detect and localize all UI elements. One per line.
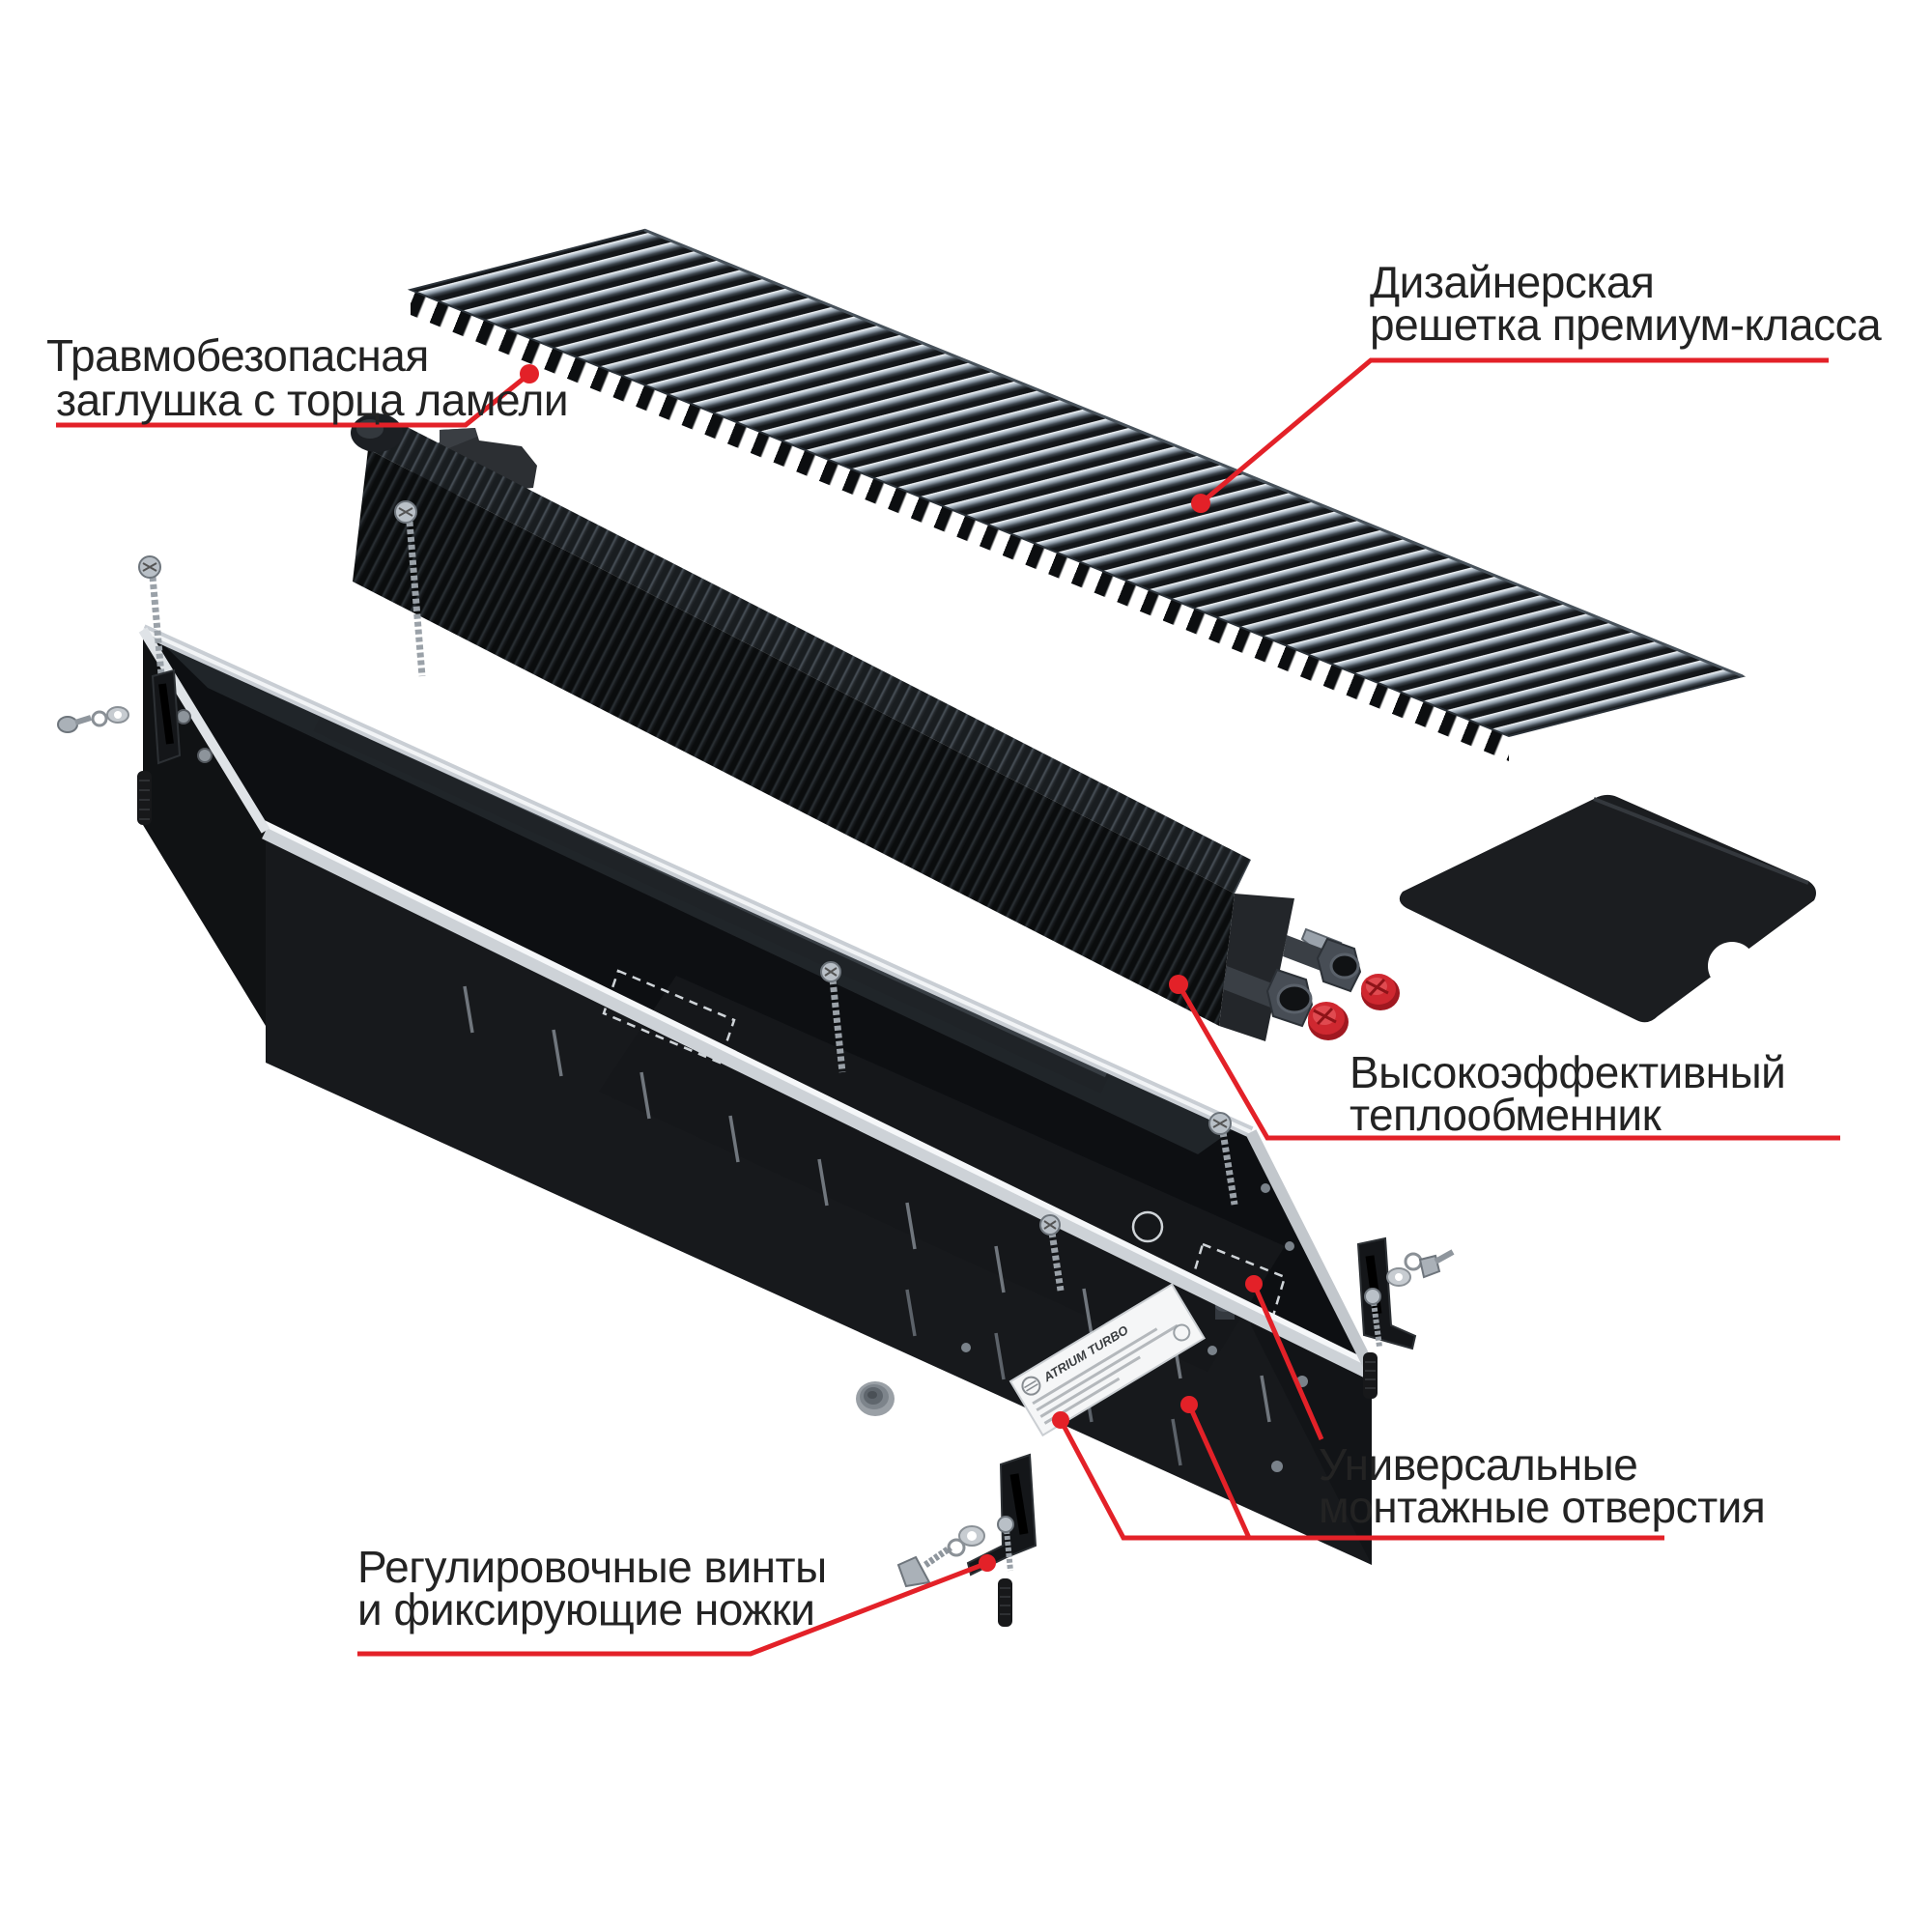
heat-exchanger-top — [368, 415, 1251, 894]
fitting-opening-lower — [1276, 983, 1313, 1014]
cover-plate-body — [1399, 794, 1816, 1023]
leader-mounting-1 — [1058, 1418, 1664, 1541]
leader-dot-grille — [1191, 494, 1210, 513]
leader-grille — [1199, 357, 1829, 505]
left-dowel — [137, 771, 152, 825]
rim-back-highlight — [142, 628, 1252, 1134]
label-heat-exchanger-line2: теплообменник — [1350, 1090, 1662, 1140]
label-grille-line1: Дизайнерская — [1370, 257, 1654, 307]
leader-end-cap — [56, 372, 531, 428]
heat-exchanger — [351, 413, 1400, 1041]
left-washer-hole — [114, 711, 122, 719]
right-washer-hole — [1395, 1273, 1403, 1281]
trench-box: ATRIUM TURBO — [138, 624, 1378, 1565]
foot-assembly-center — [896, 1453, 1037, 1627]
nameplate-text-lines — [1032, 1323, 1179, 1425]
label-end-cap-line1: Травмобезопасная — [46, 330, 429, 381]
leader-dot-mounting-1 — [1052, 1411, 1069, 1429]
center-bracket — [966, 1453, 1037, 1577]
center-bolt-head — [896, 1555, 931, 1588]
label-end-cap-line2: заглушка с торца ламели — [56, 375, 568, 425]
leader-heat-exchanger — [1176, 982, 1840, 1141]
grille-far-edge — [643, 228, 1744, 678]
rubber-grommet — [856, 1381, 895, 1416]
right-bolt-head — [1418, 1254, 1441, 1279]
pipe-stub-lower — [1223, 966, 1277, 1009]
foot-assembly-right — [1356, 1236, 1455, 1399]
label-feet-line2: и фиксирующие ножки — [357, 1584, 814, 1634]
left-lock-washer — [91, 710, 108, 727]
leader-mounting-2 — [1186, 1403, 1252, 1540]
rim-front — [262, 822, 1376, 1380]
rim-front-highlight — [262, 820, 1372, 1367]
label-feet-line1: Регулировочные винты — [357, 1542, 827, 1592]
hole-outline — [1131, 1210, 1164, 1243]
interior-screw — [820, 961, 846, 1073]
center-bracket-slot — [1009, 1473, 1029, 1535]
left-bolt-shaft — [74, 715, 92, 725]
long-screw-4 — [1039, 1214, 1065, 1292]
fitting-opening-upper — [1329, 952, 1360, 980]
right-dowel — [1363, 1352, 1378, 1399]
pipe-stub-upper — [1283, 935, 1327, 972]
label-mounting-line2: монтажные отверстия — [1319, 1482, 1765, 1532]
callout-labels: Дизайнерская решетка премиум-класса Трав… — [46, 257, 1883, 1634]
leader-lines — [56, 357, 1840, 1657]
box-divider — [313, 708, 1112, 1094]
leader-feet — [357, 1560, 988, 1657]
heat-exchanger-end-face — [1219, 894, 1294, 1041]
nameplate: ATRIUM TURBO — [1009, 1283, 1206, 1437]
cover-plate-notch — [1708, 942, 1756, 990]
nameplate-mark — [1173, 1323, 1191, 1342]
right-lock-washer — [1404, 1252, 1423, 1271]
leader-dot-mounting-2 — [1180, 1396, 1198, 1413]
center-dowel — [998, 1578, 1012, 1627]
left-fastener-set — [57, 668, 182, 825]
rim-right — [1245, 1129, 1378, 1375]
premium-grille — [407, 228, 1747, 761]
leader-dot-feet — [979, 1554, 996, 1572]
center-bracket-screw — [997, 1516, 1014, 1572]
leader-dot-mounting-3 — [1245, 1275, 1263, 1293]
left-bracket-slot — [158, 683, 174, 745]
center-bolt-shaft — [923, 1545, 952, 1568]
left-wall-screws — [176, 709, 213, 763]
label-heat-exchanger-line1: Высокоэффективный — [1350, 1047, 1785, 1097]
heat-exchanger-fins — [353, 449, 1235, 1026]
long-screw-1 — [394, 500, 426, 677]
grille-end-caps-row — [411, 290, 1509, 761]
red-cap-b — [1361, 974, 1400, 1010]
right-bracket-screw — [1364, 1288, 1382, 1348]
nameplate-logo — [1021, 1376, 1041, 1396]
center-lock-washer — [947, 1538, 966, 1557]
label-mounting-line1: Универсальные — [1319, 1439, 1637, 1490]
leader-dot-heat-exchanger — [1169, 975, 1188, 994]
left-bolt-head — [57, 716, 78, 733]
leader-mounting-3 — [1251, 1283, 1324, 1440]
center-washer-hole — [967, 1531, 977, 1541]
label-grille-line2: решетка премиум-класса — [1370, 299, 1882, 350]
cover-plate-edge-highlight — [1593, 797, 1809, 885]
red-cap-a — [1308, 1002, 1349, 1040]
leader-dot-end-cap — [520, 364, 539, 384]
long-screw-3 — [1208, 1112, 1238, 1206]
cover-plate — [1399, 794, 1816, 1023]
right-bolt-shaft — [1434, 1249, 1455, 1264]
leader-dots — [520, 364, 1263, 1572]
